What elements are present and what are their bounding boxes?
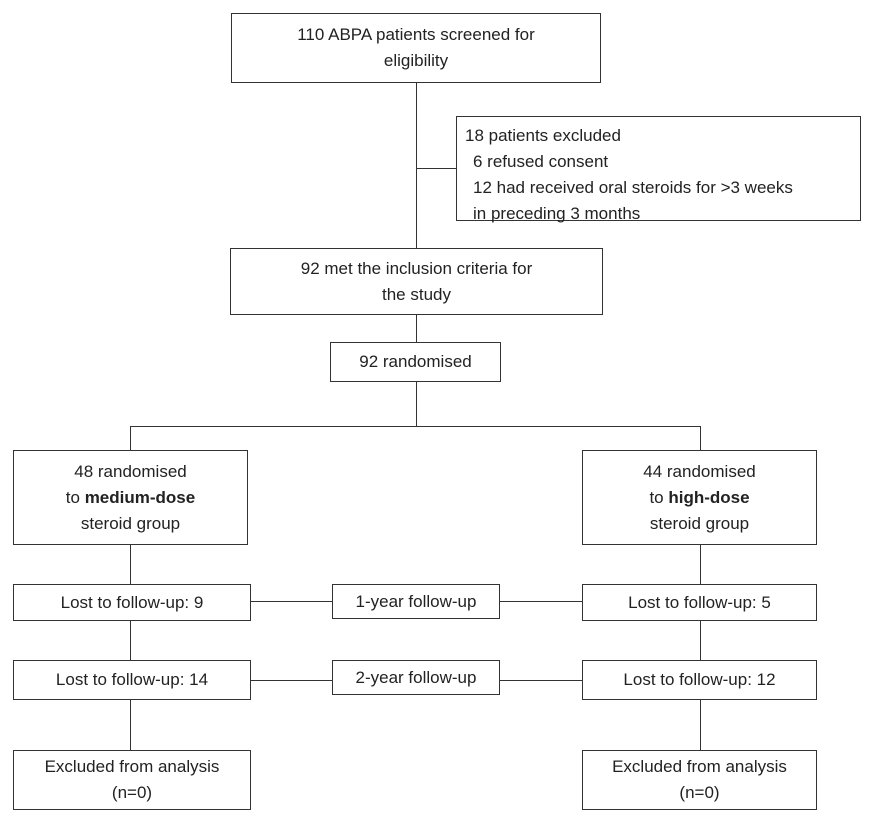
connector-randomised-split bbox=[416, 381, 417, 427]
high-excluded-box: Excluded from analysis (n=0) bbox=[582, 750, 817, 810]
medium-group-to: to bbox=[65, 487, 85, 507]
connector-to-excluded bbox=[416, 168, 456, 169]
medium-group-box: 48 randomised to medium-dose steroid gro… bbox=[13, 450, 248, 545]
randomised-label: 92 randomised bbox=[359, 352, 472, 371]
connector-inclusion-randomised bbox=[416, 314, 417, 342]
high-group-line3: steroid group bbox=[649, 513, 750, 533]
connector-fu2-excluded-high bbox=[700, 699, 701, 750]
connector-split-right bbox=[700, 426, 701, 450]
excluded-title: 18 patients excluded bbox=[465, 126, 621, 145]
high-fu1-lost-box: Lost to follow-up: 5 bbox=[582, 584, 817, 621]
screened-line2: eligibility bbox=[383, 51, 449, 70]
high-excluded-line1: Excluded from analysis bbox=[612, 757, 787, 776]
connector-fu1-fu2-medium bbox=[130, 620, 131, 660]
connector-fu1-fu2-high bbox=[700, 620, 701, 660]
high-fu2-lost-box: Lost to follow-up: 12 bbox=[582, 660, 817, 700]
medium-fu1-lost-box: Lost to follow-up: 9 bbox=[13, 584, 251, 621]
connector-fu1-right bbox=[500, 601, 582, 602]
fu1-label: 1-year follow-up bbox=[355, 591, 477, 611]
high-group-to: to bbox=[649, 487, 669, 507]
excluded-item-steroids-cont: in preceding 3 months bbox=[473, 204, 641, 223]
fu2-label-box: 2-year follow-up bbox=[332, 660, 500, 695]
medium-fu2-lost-box: Lost to follow-up: 14 bbox=[13, 660, 251, 700]
connector-fu2-excluded-medium bbox=[130, 699, 131, 750]
randomised-box: 92 randomised bbox=[330, 342, 501, 382]
medium-excluded-line2: (n=0) bbox=[111, 783, 153, 802]
connector-screened-inclusion bbox=[416, 82, 417, 248]
high-group-box: 44 randomised to high-dose steroid group bbox=[582, 450, 817, 545]
fu1-label-box: 1-year follow-up bbox=[332, 584, 500, 619]
excluded-item-refused: 6 refused consent bbox=[473, 152, 609, 171]
connector-fu2-right bbox=[500, 680, 582, 681]
high-group-line2: to high-dose bbox=[643, 485, 755, 511]
high-fu1-lost: Lost to follow-up: 5 bbox=[628, 592, 771, 612]
connector-medium-fu1 bbox=[130, 544, 131, 584]
inclusion-line1: 92 met the inclusion criteria for bbox=[300, 258, 533, 278]
medium-fu1-lost: Lost to follow-up: 9 bbox=[60, 592, 204, 612]
high-group-line1: 44 randomised bbox=[643, 461, 756, 481]
medium-fu2-lost: Lost to follow-up: 14 bbox=[55, 670, 209, 689]
connector-split-left bbox=[130, 426, 131, 450]
connector-split-horizontal bbox=[130, 426, 700, 427]
high-dose-label: high-dose bbox=[668, 487, 750, 507]
medium-dose-label: medium-dose bbox=[84, 487, 196, 507]
excluded-item-steroids: 12 had received oral steroids for >3 wee… bbox=[473, 178, 793, 197]
high-excluded-line2: (n=0) bbox=[679, 783, 720, 802]
inclusion-box: 92 met the inclusion criteria for the st… bbox=[230, 248, 603, 315]
excluded-box: 18 patients excluded 6 refused consent 1… bbox=[456, 116, 861, 223]
inclusion-line2: the study bbox=[382, 284, 451, 304]
high-fu2-lost: Lost to follow-up: 12 bbox=[623, 670, 776, 689]
connector-fu1-left bbox=[251, 601, 332, 602]
fu2-label: 2-year follow-up bbox=[355, 667, 477, 687]
medium-excluded-line1: Excluded from analysis bbox=[44, 757, 220, 776]
medium-group-line3: steroid group bbox=[80, 513, 181, 533]
screened-line1: 110 ABPA patients screened for bbox=[297, 25, 535, 44]
medium-group-line2: to medium-dose bbox=[66, 485, 195, 511]
screened-box: 110 ABPA patients screened for eligibili… bbox=[231, 13, 601, 83]
connector-fu2-left bbox=[251, 680, 332, 681]
connector-high-fu1 bbox=[700, 544, 701, 584]
medium-group-line1: 48 randomised bbox=[74, 461, 187, 481]
medium-excluded-box: Excluded from analysis (n=0) bbox=[13, 750, 251, 810]
